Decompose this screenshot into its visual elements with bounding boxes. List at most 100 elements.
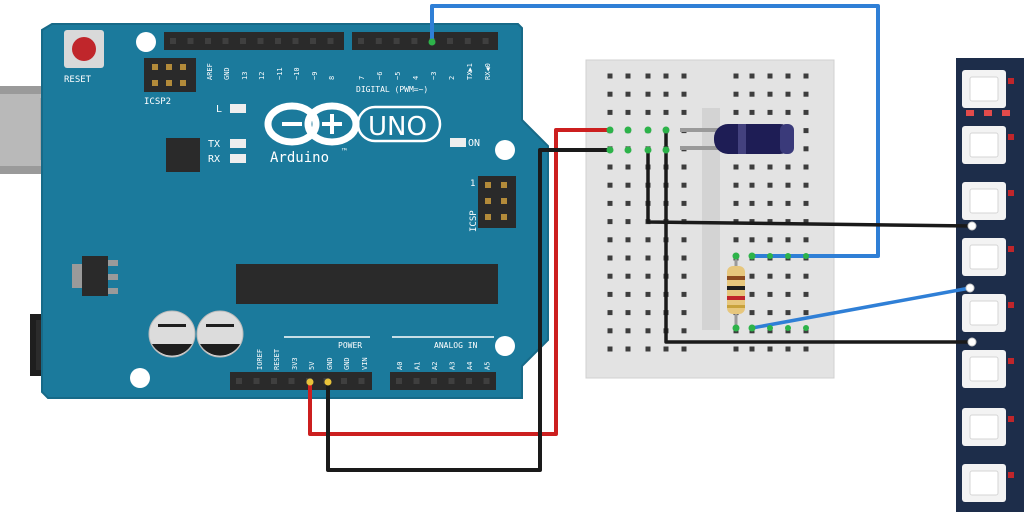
header-pin (411, 38, 418, 44)
led-pixel-lens (969, 470, 999, 496)
breadboard-hole (625, 273, 631, 279)
header-pin (358, 38, 364, 44)
breadboard-hole (785, 182, 791, 188)
breadboard-hole (733, 164, 739, 170)
breadboard-hole (645, 109, 651, 115)
led-pixel-lens (969, 300, 999, 326)
trademark-label: ™ (341, 147, 347, 156)
breadboard-hole (625, 91, 631, 97)
breadboard-hole (645, 237, 651, 243)
breadboard-hole (625, 255, 631, 261)
breadboard-center-channel (702, 108, 720, 330)
power-pin-label: RESET (273, 348, 281, 370)
breadboard-hole (785, 200, 791, 206)
digital-pin-label: GND (223, 67, 231, 80)
black-wire-gnd (326, 148, 612, 472)
led-on (450, 138, 466, 147)
board-capacitor (196, 310, 244, 358)
header-pin (236, 378, 242, 384)
analog-pin-label: A0 (396, 362, 404, 370)
breadboard-hole (607, 237, 613, 243)
breadboard-hole (733, 73, 739, 79)
led-pixel-lens (969, 76, 999, 102)
breadboard-hole (733, 109, 739, 115)
analog-pin-label: A3 (449, 362, 457, 370)
breadboard-hole (767, 73, 773, 79)
breadboard-hole (785, 273, 791, 279)
led-tx-label: TX (208, 139, 220, 150)
breadboard-hole (645, 310, 651, 316)
breadboard-hole (767, 237, 773, 243)
breadboard-hole (645, 255, 651, 261)
electrolytic-capacitor (680, 124, 794, 154)
breadboard-hole (607, 273, 613, 279)
header-pin (393, 38, 400, 44)
breadboard-hole (785, 346, 791, 352)
digital-pin-label: ~5 (394, 72, 402, 80)
breadboard-hole (733, 182, 739, 188)
breadboard-hole (663, 346, 669, 352)
mounting-hole (136, 32, 156, 52)
power-pin-label: VIN (361, 357, 369, 370)
header-pin (375, 38, 382, 44)
breadboard-hole (803, 128, 809, 134)
reset-button[interactable] (64, 30, 104, 68)
header-pin (275, 38, 281, 44)
led-pixel-contact (1008, 134, 1014, 140)
digital-header-right (352, 32, 498, 50)
icsp-pin1-label: 1 (470, 179, 475, 189)
breadboard-hole (625, 328, 631, 334)
header-pin (448, 378, 455, 384)
breadboard-hole (803, 164, 809, 170)
breadboard-hole (625, 291, 631, 297)
breadboard-hole (645, 91, 651, 97)
led-pixel-lens (969, 356, 999, 382)
breadboard-hole (785, 237, 791, 243)
breadboard-hole (767, 291, 773, 297)
power-pin-label: GND (343, 357, 351, 370)
led-rx (230, 154, 246, 163)
wires (306, 4, 977, 472)
board-capacitor (148, 310, 196, 358)
breadboard-hole (733, 237, 739, 243)
breadboard-hole (767, 91, 773, 97)
breadboard-hole (803, 73, 809, 79)
icsp-header (478, 176, 516, 228)
breadboard-hole (733, 346, 739, 352)
breadboard-hole (607, 164, 613, 170)
header-pin (222, 38, 229, 44)
breadboard-hole (645, 328, 651, 334)
breadboard-hole (767, 273, 773, 279)
header-pin (358, 378, 365, 384)
red-wire-5v (308, 128, 612, 436)
breadboard-hole (749, 310, 755, 316)
breadboard-hole (785, 109, 791, 115)
header-pin (271, 378, 277, 384)
mounting-hole (130, 368, 150, 388)
breadboard-hole (749, 91, 755, 97)
led-l-label: L (216, 104, 222, 115)
breadboard-hole (803, 200, 809, 206)
power-pin-label: 5V (308, 361, 316, 370)
analog-pin-label: A5 (484, 362, 492, 370)
breadboard-hole (607, 255, 613, 261)
breadboard-hole (681, 182, 687, 188)
breadboard-hole (785, 164, 791, 170)
digital-pin-label: TX▶1 (466, 63, 474, 80)
breadboard-hole (785, 219, 791, 225)
breadboard-hole (645, 346, 651, 352)
arduino-pcb (41, 23, 549, 399)
reset-label: RESET (64, 75, 92, 85)
breadboard-hole (767, 109, 773, 115)
breadboard-hole (607, 291, 613, 297)
digital-pin-label: ~11 (276, 67, 284, 80)
breadboard-hole (625, 164, 631, 170)
breadboard-hole (749, 346, 755, 352)
breadboard-hole (625, 237, 631, 243)
led-pixel-contact (1008, 472, 1014, 478)
breadboard-hole (681, 291, 687, 297)
header-pin (341, 378, 347, 384)
breadboard-hole (749, 164, 755, 170)
